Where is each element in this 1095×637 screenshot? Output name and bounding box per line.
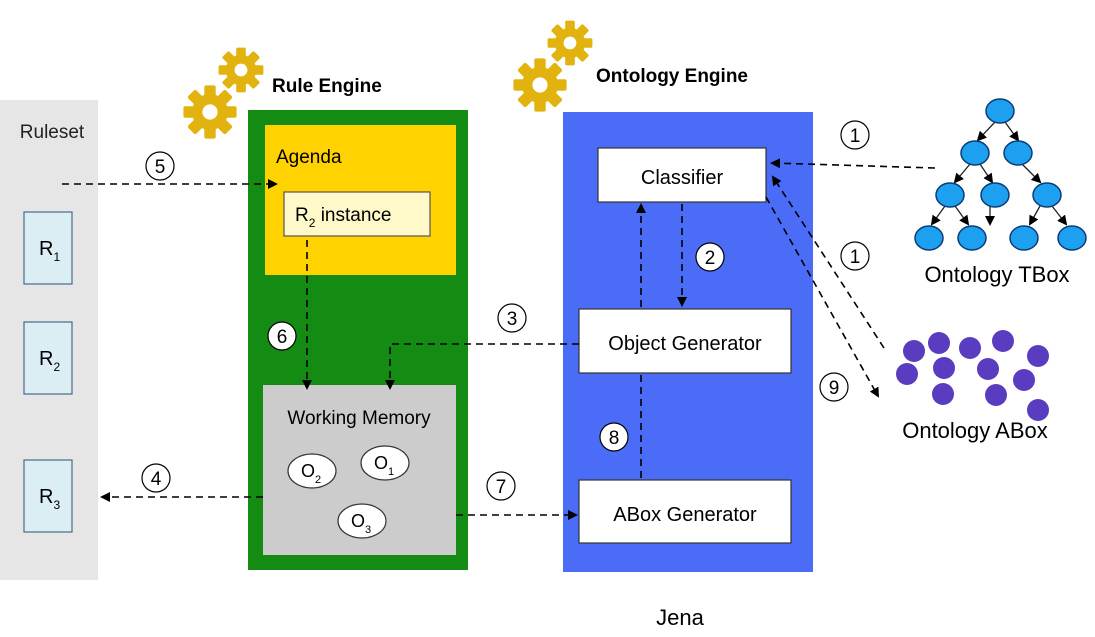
rule-r2: R2 xyxy=(23,321,73,395)
svg-text:O1: O1 xyxy=(374,453,394,478)
ontology-engine-gears-icon xyxy=(513,20,593,112)
working-memory-label: Working Memory xyxy=(287,408,431,429)
rule-r3: R3 xyxy=(23,459,73,533)
ontology-engine-title: Ontology Engine xyxy=(596,66,748,87)
svg-text:7: 7 xyxy=(496,477,507,498)
ontology-tbox-tree xyxy=(930,121,1068,226)
svg-text:R3: R3 xyxy=(39,486,60,512)
rule-engine-title: Rule Engine xyxy=(272,76,382,97)
ruleset-label: Ruleset xyxy=(20,122,85,143)
object-o3: O3 xyxy=(337,503,387,539)
r2-instance-box xyxy=(283,191,431,237)
svg-text:2: 2 xyxy=(705,248,716,269)
svg-text:3: 3 xyxy=(507,309,518,330)
abox-generator-box xyxy=(578,479,792,544)
svg-text:R1: R1 xyxy=(39,238,60,264)
step-6: 6 xyxy=(267,321,297,351)
arrow-object-generator-to-working-memory xyxy=(385,343,579,390)
object-o1: O1 xyxy=(360,445,410,481)
classifier-box xyxy=(597,147,767,203)
arrow-tbox-to-classifier xyxy=(770,158,936,169)
step-3: 3 xyxy=(497,303,527,333)
ontology-abox-label: Ontology ABox xyxy=(902,418,1048,443)
svg-text:R2: R2 xyxy=(39,348,60,374)
step-7: 7 xyxy=(486,471,516,501)
step-8: 8 xyxy=(599,422,629,452)
agenda-label: Agenda xyxy=(276,147,342,168)
tbox-nodes xyxy=(914,98,1087,251)
object-generator-box xyxy=(578,308,792,374)
arrow-abox-to-classifier xyxy=(771,175,885,349)
object-generator-label: Object Generator xyxy=(608,333,762,355)
step-1-tbox: 1 xyxy=(840,120,870,150)
abox-nodes xyxy=(896,330,1049,421)
abox-generator-label: ABox Generator xyxy=(613,504,757,526)
step-2: 2 xyxy=(695,242,725,272)
jena-label: Jena xyxy=(656,605,704,630)
svg-text:O3: O3 xyxy=(351,511,371,536)
svg-text:4: 4 xyxy=(151,469,162,490)
svg-text:O2: O2 xyxy=(301,461,321,486)
step-1-abox: 1 xyxy=(840,241,870,271)
step-4: 4 xyxy=(141,463,171,493)
r2-instance-label: R2 instance xyxy=(295,205,391,230)
object-o2: O2 xyxy=(287,453,337,489)
arrow-classifier-to-abox xyxy=(765,196,879,398)
rule-r1: R1 xyxy=(23,211,73,285)
svg-text:1: 1 xyxy=(850,126,861,147)
step-9: 9 xyxy=(819,372,849,402)
svg-text:1: 1 xyxy=(850,247,861,268)
step-5: 5 xyxy=(145,151,175,181)
svg-text:5: 5 xyxy=(155,157,166,178)
svg-text:8: 8 xyxy=(609,428,620,449)
classifier-label: Classifier xyxy=(641,167,724,189)
svg-text:6: 6 xyxy=(277,327,288,348)
svg-text:9: 9 xyxy=(829,378,840,399)
ontology-tbox-label: Ontology TBox xyxy=(924,262,1069,287)
